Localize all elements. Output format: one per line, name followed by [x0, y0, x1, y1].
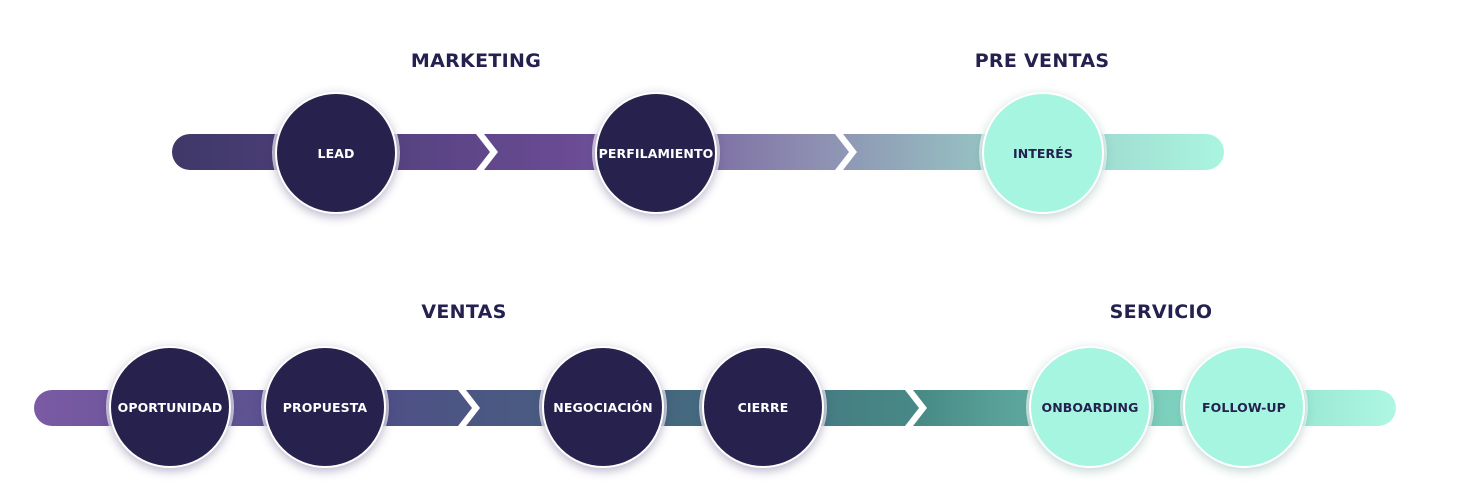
stage-node-cierre: CIERRE	[702, 346, 824, 468]
stage-node-lead: LEAD	[275, 92, 397, 214]
phase-title-marketing: MARKETING	[410, 50, 542, 72]
stage-node-follow-up: FOLLOW-UP	[1183, 346, 1305, 468]
band-segment	[466, 390, 919, 426]
phase-title-servicio: SERVICIO	[1109, 301, 1213, 323]
stage-label: OPORTUNIDAD	[117, 399, 223, 415]
stage-label: ONBOARDING	[1041, 399, 1139, 415]
stage-label: CIERRE	[737, 399, 789, 415]
stage-node-negociacion: NEGOCIACIÓN	[542, 346, 664, 468]
stage-node-perfilamiento: PERFILAMIENTO	[595, 92, 717, 214]
stage-node-propuesta: PROPUESTA	[264, 346, 386, 468]
band-segment	[913, 390, 1396, 426]
stage-label: LEAD	[317, 145, 355, 161]
phase-title-ventas: VENTAS	[421, 301, 507, 323]
stage-label: NEGOCIACIÓN	[553, 399, 653, 415]
stage-node-interes: INTERÉS	[982, 92, 1104, 214]
stage-node-onboarding: ONBOARDING	[1029, 346, 1151, 468]
stage-node-oportunidad: OPORTUNIDAD	[109, 346, 231, 468]
stage-label: INTERÉS	[1012, 145, 1074, 161]
stage-label: FOLLOW-UP	[1202, 399, 1286, 415]
stage-label: PROPUESTA	[282, 399, 368, 415]
stage-label: PERFILAMIENTO	[598, 145, 714, 161]
phase-title-pre-ventas: PRE VENTAS	[974, 50, 1110, 72]
band-segment	[34, 390, 472, 426]
